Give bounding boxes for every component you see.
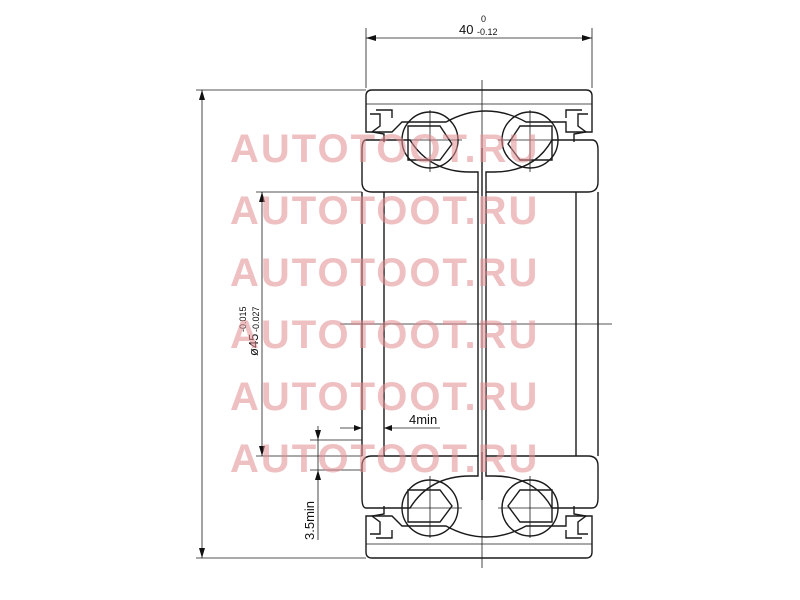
chamfer-inner-text: 4min bbox=[409, 412, 437, 427]
width-main-text: 40 bbox=[459, 22, 473, 37]
watermark-line-3: AUTOTOOT.RU bbox=[230, 251, 539, 295]
bore-diameter-dimension: ø45 -0.015 -0.027 bbox=[238, 191, 362, 457]
chamfer-inner-dimension: 4min bbox=[340, 412, 440, 431]
width-dimension: 40 0 -0.12 bbox=[365, 14, 593, 88]
chamfer-outer-dimension: 3.5min bbox=[302, 426, 362, 540]
seal-top-right bbox=[565, 109, 588, 142]
outer-diameter-dimension bbox=[196, 89, 366, 559]
watermark-line-6: AUTOTOOT.RU bbox=[230, 437, 539, 481]
width-tol-upper-text: 0 bbox=[481, 14, 486, 24]
bore-main-text: ø45 bbox=[246, 334, 261, 356]
chamfer-outer-text: 3.5min bbox=[302, 501, 317, 540]
outer-ring-bottom bbox=[365, 515, 593, 559]
rolling-element-bottom-right bbox=[498, 476, 562, 538]
rolling-element-top-right bbox=[498, 110, 562, 172]
watermark-line-2: AUTOTOOT.RU bbox=[230, 189, 539, 233]
watermark-line-5: AUTOTOOT.RU bbox=[230, 375, 539, 419]
width-tol-lower-text: -0.12 bbox=[477, 27, 498, 37]
seal-top-left bbox=[370, 109, 393, 142]
bore-tol-upper-text: -0.015 bbox=[238, 306, 248, 332]
seal-bottom-right bbox=[565, 506, 588, 539]
rolling-element-bottom-left bbox=[398, 476, 462, 538]
watermark-line-1: AUTOTOOT.RU bbox=[230, 127, 539, 171]
watermark-group: AUTOTOOT.RU AUTOTOOT.RU AUTOTOOT.RU AUTO… bbox=[230, 127, 539, 481]
seal-bottom-left bbox=[370, 506, 393, 539]
rolling-element-top-left bbox=[398, 110, 462, 172]
outer-ring-top bbox=[365, 89, 593, 133]
watermark-line-4: AUTOTOOT.RU bbox=[230, 313, 539, 357]
bore-tol-lower-text: -0.027 bbox=[251, 306, 261, 332]
